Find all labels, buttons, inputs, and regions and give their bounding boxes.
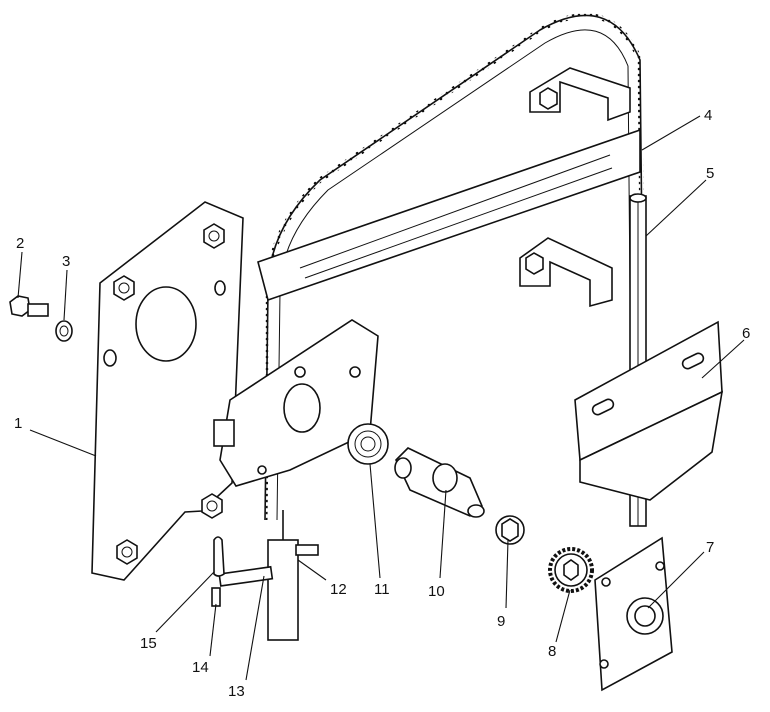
upper-bracket [529,67,631,122]
hex-nut [201,493,223,519]
part-label: 12 [330,581,347,598]
part-label: 14 [192,659,209,676]
mechanism-plate [213,319,379,487]
part-label: 7 [706,539,714,556]
bolt [9,295,49,317]
gear-wheel [548,547,594,593]
part-label: 10 [428,583,445,600]
part-label: 4 [704,107,712,124]
part-label: 6 [742,325,750,342]
part-labels: 1 2 3 4 5 6 7 8 9 10 11 12 13 14 15 [14,107,750,700]
part-label: 1 [14,415,22,432]
split-pin [213,536,225,577]
hex-nut [113,275,135,301]
flange-nut [495,515,525,545]
tension-screw [211,565,274,607]
hex-nut [116,539,138,565]
part-label: 5 [706,165,714,182]
spring [347,423,389,465]
bearing-bracket [594,536,673,692]
part-label: 11 [374,581,390,598]
mounting-plate [91,201,244,581]
lower-bracket [519,237,613,308]
hex-nut [203,223,225,249]
cable-tensioner [267,510,319,641]
washer [55,320,73,342]
glass-holder [574,320,724,501]
part-label: 15 [140,635,157,652]
drive-shaft [394,447,485,518]
part-label: 8 [548,643,556,660]
part-label: 2 [16,235,24,252]
crossbar [257,128,641,302]
part-label: 13 [228,683,245,700]
part-label: 3 [62,253,70,270]
leader-lines [17,115,745,681]
part-label: 9 [497,613,505,630]
